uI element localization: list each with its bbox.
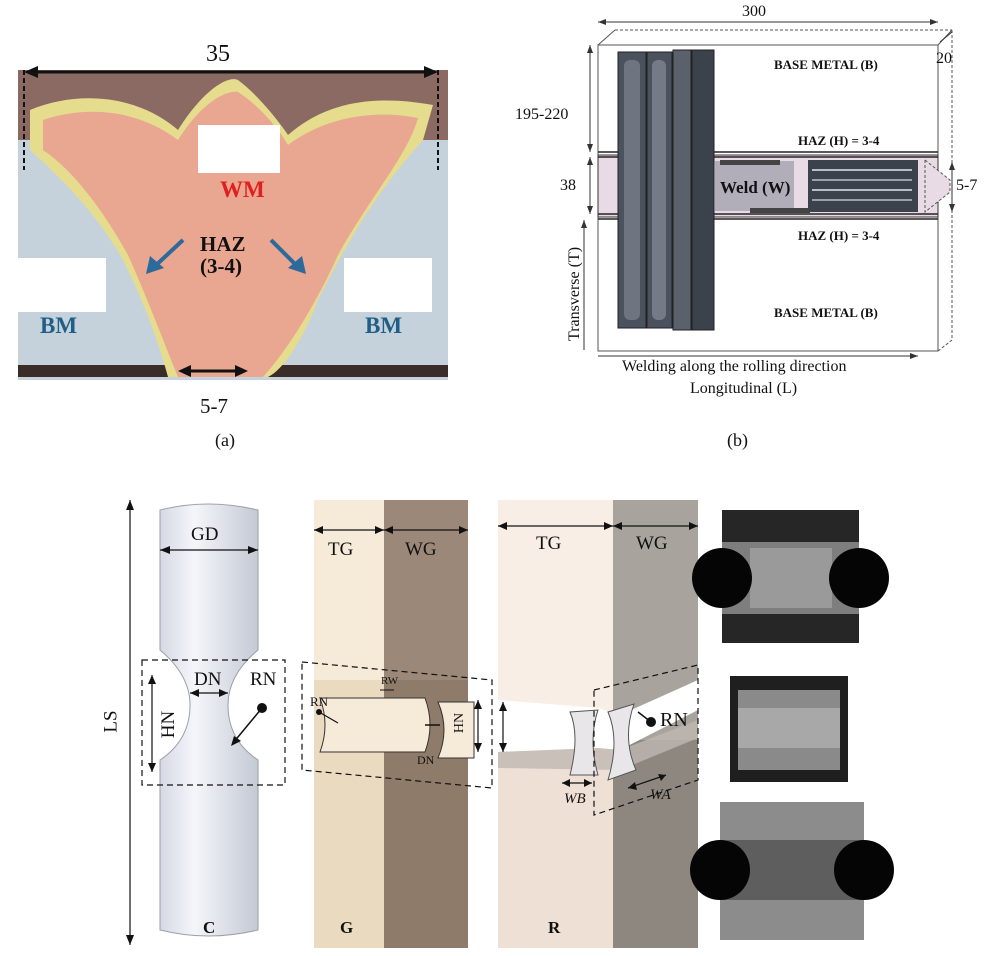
haz-dimension-label: (3-4) xyxy=(200,254,242,278)
wa-label: WA xyxy=(650,787,671,803)
gd-label: GD xyxy=(191,524,219,545)
rn-label: RN xyxy=(250,669,277,690)
haz-arrow-right-head xyxy=(288,256,306,274)
caption-b: (b) xyxy=(727,430,748,450)
dim-root-arrow-right xyxy=(235,365,248,377)
weld-specimen-block xyxy=(808,160,918,212)
welding-direction-label-2: Longitudinal (L) xyxy=(690,380,798,397)
haz-label: HAZ xyxy=(200,232,246,256)
bm-right-label: BM xyxy=(365,313,403,338)
panel-c: LS GD DN HN RN C TG WG RW RN HN DN G TG … xyxy=(100,490,987,951)
haz-bottom-label: HAZ (H) = 3-4 xyxy=(798,228,880,243)
thickness-dimension-label: 20 xyxy=(936,50,952,67)
c-label: C xyxy=(203,918,216,937)
groove-left-half xyxy=(319,697,431,753)
weld-label: Weld (W) xyxy=(720,178,791,197)
notch-zoom-box-g xyxy=(301,661,493,789)
dn-label: DN xyxy=(194,669,222,690)
dim-35-arrow-left xyxy=(24,66,38,78)
width-dimension-label: 35 xyxy=(206,41,230,67)
bm-left-label-box xyxy=(18,258,106,312)
weld-band-dimension-label: 38 xyxy=(560,177,576,194)
weld-macrograph xyxy=(18,66,448,380)
wm-label-box xyxy=(198,125,280,173)
root-gap-dimension-label: 5-7 xyxy=(956,177,978,194)
tg-label-r: TG xyxy=(536,533,562,554)
g-label: G xyxy=(340,918,354,937)
panel-a: 35 WM HAZ (3-4) BM BM 5-7 xyxy=(18,40,448,440)
rw-label: RW xyxy=(381,675,399,687)
base-metal-bottom-label: BASE METAL (B) xyxy=(774,305,878,320)
weld-edge-profile xyxy=(924,158,951,214)
wg-label-g: WG xyxy=(405,539,437,560)
haz-arrow-right-shaft xyxy=(269,238,300,269)
hn-label-g: HN xyxy=(452,712,468,734)
dim-root-arrow-left xyxy=(178,365,191,377)
hn-label: HN xyxy=(158,710,180,739)
rn-label-g: RN xyxy=(310,694,329,709)
haz-arrow-left-shaft xyxy=(152,238,185,269)
groove-right-half xyxy=(437,701,475,759)
tg-label-g: TG xyxy=(328,539,354,560)
r-label: R xyxy=(548,918,561,937)
welding-direction-label-1: Welding along the rolling direction xyxy=(622,358,847,375)
bm-right-label-box xyxy=(344,258,432,312)
notch-zoom-box-c xyxy=(141,659,286,786)
haz-arrow-left-head xyxy=(146,256,164,274)
wg-label-r: WG xyxy=(636,533,668,554)
weld-metal-region xyxy=(43,91,418,377)
specimen-geometries xyxy=(126,500,894,948)
dim-35-arrow-right xyxy=(424,66,438,78)
specimen-strip-4 xyxy=(691,49,715,331)
notch-zoom-box-r xyxy=(593,664,699,816)
dn-label-g: DN xyxy=(417,753,435,767)
wb-label: WB xyxy=(564,791,586,807)
caption-a: (a) xyxy=(215,430,235,450)
length-dimension-label: 300 xyxy=(742,3,766,20)
wm-label: WM xyxy=(220,177,265,202)
transverse-axis-label: Transverse (T) xyxy=(566,246,583,341)
haz-top-label: HAZ (H) = 3-4 xyxy=(798,133,880,148)
rn-label-r: RN xyxy=(660,709,688,731)
plate-schematic xyxy=(581,19,955,359)
panel-b: 300 20 195-220 38 5-7 BASE METAL (B) HAZ… xyxy=(515,0,987,420)
base-metal-top-label: BASE METAL (B) xyxy=(774,57,878,72)
root-dimension-label: 5-7 xyxy=(200,394,228,418)
specimen-strip-3 xyxy=(672,49,692,331)
upper-region-dimension-label: 195-220 xyxy=(515,106,569,123)
cylindrical-specimen xyxy=(159,503,259,937)
bm-left-label: BM xyxy=(40,313,78,338)
ls-label: LS xyxy=(100,710,122,733)
